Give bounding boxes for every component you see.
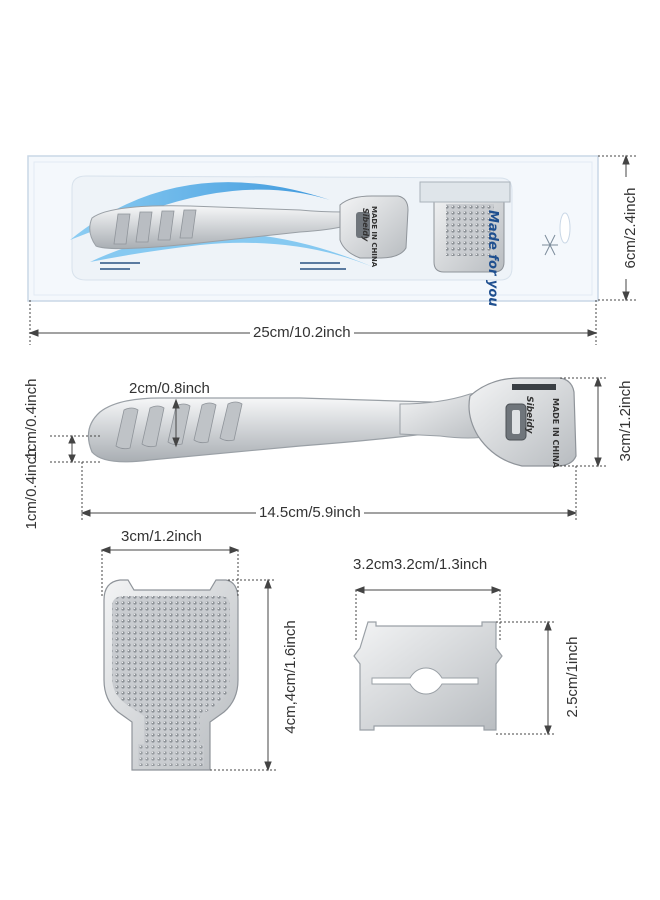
package-stamp-text: MADE IN CHINA bbox=[370, 206, 378, 268]
arrow-up bbox=[594, 376, 602, 387]
arrow-left bbox=[28, 329, 39, 337]
grater-head bbox=[103, 579, 239, 771]
arrow-left bbox=[100, 546, 111, 554]
arrow-down bbox=[68, 454, 76, 464]
handle-width-label: 2cm/0.8inch bbox=[129, 380, 210, 397]
arrow-left bbox=[80, 509, 91, 517]
package-sparkle bbox=[542, 234, 558, 256]
arrow-up bbox=[264, 578, 272, 589]
arrow-up bbox=[68, 434, 76, 444]
package bbox=[27, 155, 599, 302]
grater-width-label: 3cm/1.2inch bbox=[121, 528, 202, 545]
arrow-right bbox=[567, 509, 578, 517]
package-handle bbox=[89, 205, 346, 250]
package-blade-pack bbox=[419, 181, 511, 203]
arrow-down bbox=[594, 457, 602, 468]
callus-shaver bbox=[87, 377, 577, 467]
package-handle-grips bbox=[113, 209, 197, 245]
arrow-up bbox=[172, 398, 180, 409]
blade-height-label: 2.5cm/1inch bbox=[564, 636, 581, 718]
blade-slot bbox=[371, 667, 479, 695]
package-logo-text: Sibeidy bbox=[361, 208, 370, 242]
thickness-label-secondary: 1cm/0.4inch bbox=[23, 448, 40, 530]
grater-head-tab bbox=[138, 744, 204, 766]
package-spare-grater-surface bbox=[446, 204, 494, 256]
arrow-up bbox=[544, 620, 552, 631]
head-height-label: 3cm/1.2inch bbox=[617, 380, 634, 462]
arrow-right bbox=[587, 329, 598, 337]
grater-dimensions bbox=[100, 546, 276, 772]
arrow-down bbox=[544, 725, 552, 736]
arrow-right bbox=[491, 586, 502, 594]
arrow-down bbox=[172, 437, 180, 448]
tool-logo-text: Sibeidy bbox=[524, 396, 534, 434]
package-fine-print bbox=[100, 262, 346, 270]
grater-height-label: 4cm,4cm/1.6inch bbox=[282, 620, 299, 734]
arrow-up bbox=[622, 154, 630, 165]
grater-head-surface bbox=[112, 596, 230, 744]
tool-blade-edge bbox=[512, 384, 556, 390]
package-head-slot bbox=[356, 212, 370, 238]
arrow-right bbox=[229, 546, 240, 554]
package-brand-text: Made for you bbox=[485, 210, 500, 307]
blade-width-label: 3.2cm3.2cm/1.3inch bbox=[353, 556, 488, 573]
tool-stamp-text: MADE IN CHINA bbox=[551, 398, 560, 468]
tool-length-label: 14.5cm/5.9inch bbox=[256, 504, 364, 522]
hang-hole bbox=[559, 212, 571, 244]
tool-handle-grips bbox=[115, 401, 243, 450]
arrow-left bbox=[354, 586, 365, 594]
blade-dimensions bbox=[354, 586, 556, 736]
razor-blade bbox=[353, 621, 503, 731]
package-height-label: 6cm/2.4inch bbox=[622, 177, 640, 279]
tool-head-slot-inner bbox=[512, 410, 520, 434]
arrow-down bbox=[264, 761, 272, 772]
package-head bbox=[339, 195, 409, 259]
package-inner-border bbox=[33, 161, 593, 296]
arrow-down bbox=[622, 291, 630, 302]
package-width-label: 25cm/10.2inch bbox=[250, 324, 354, 342]
